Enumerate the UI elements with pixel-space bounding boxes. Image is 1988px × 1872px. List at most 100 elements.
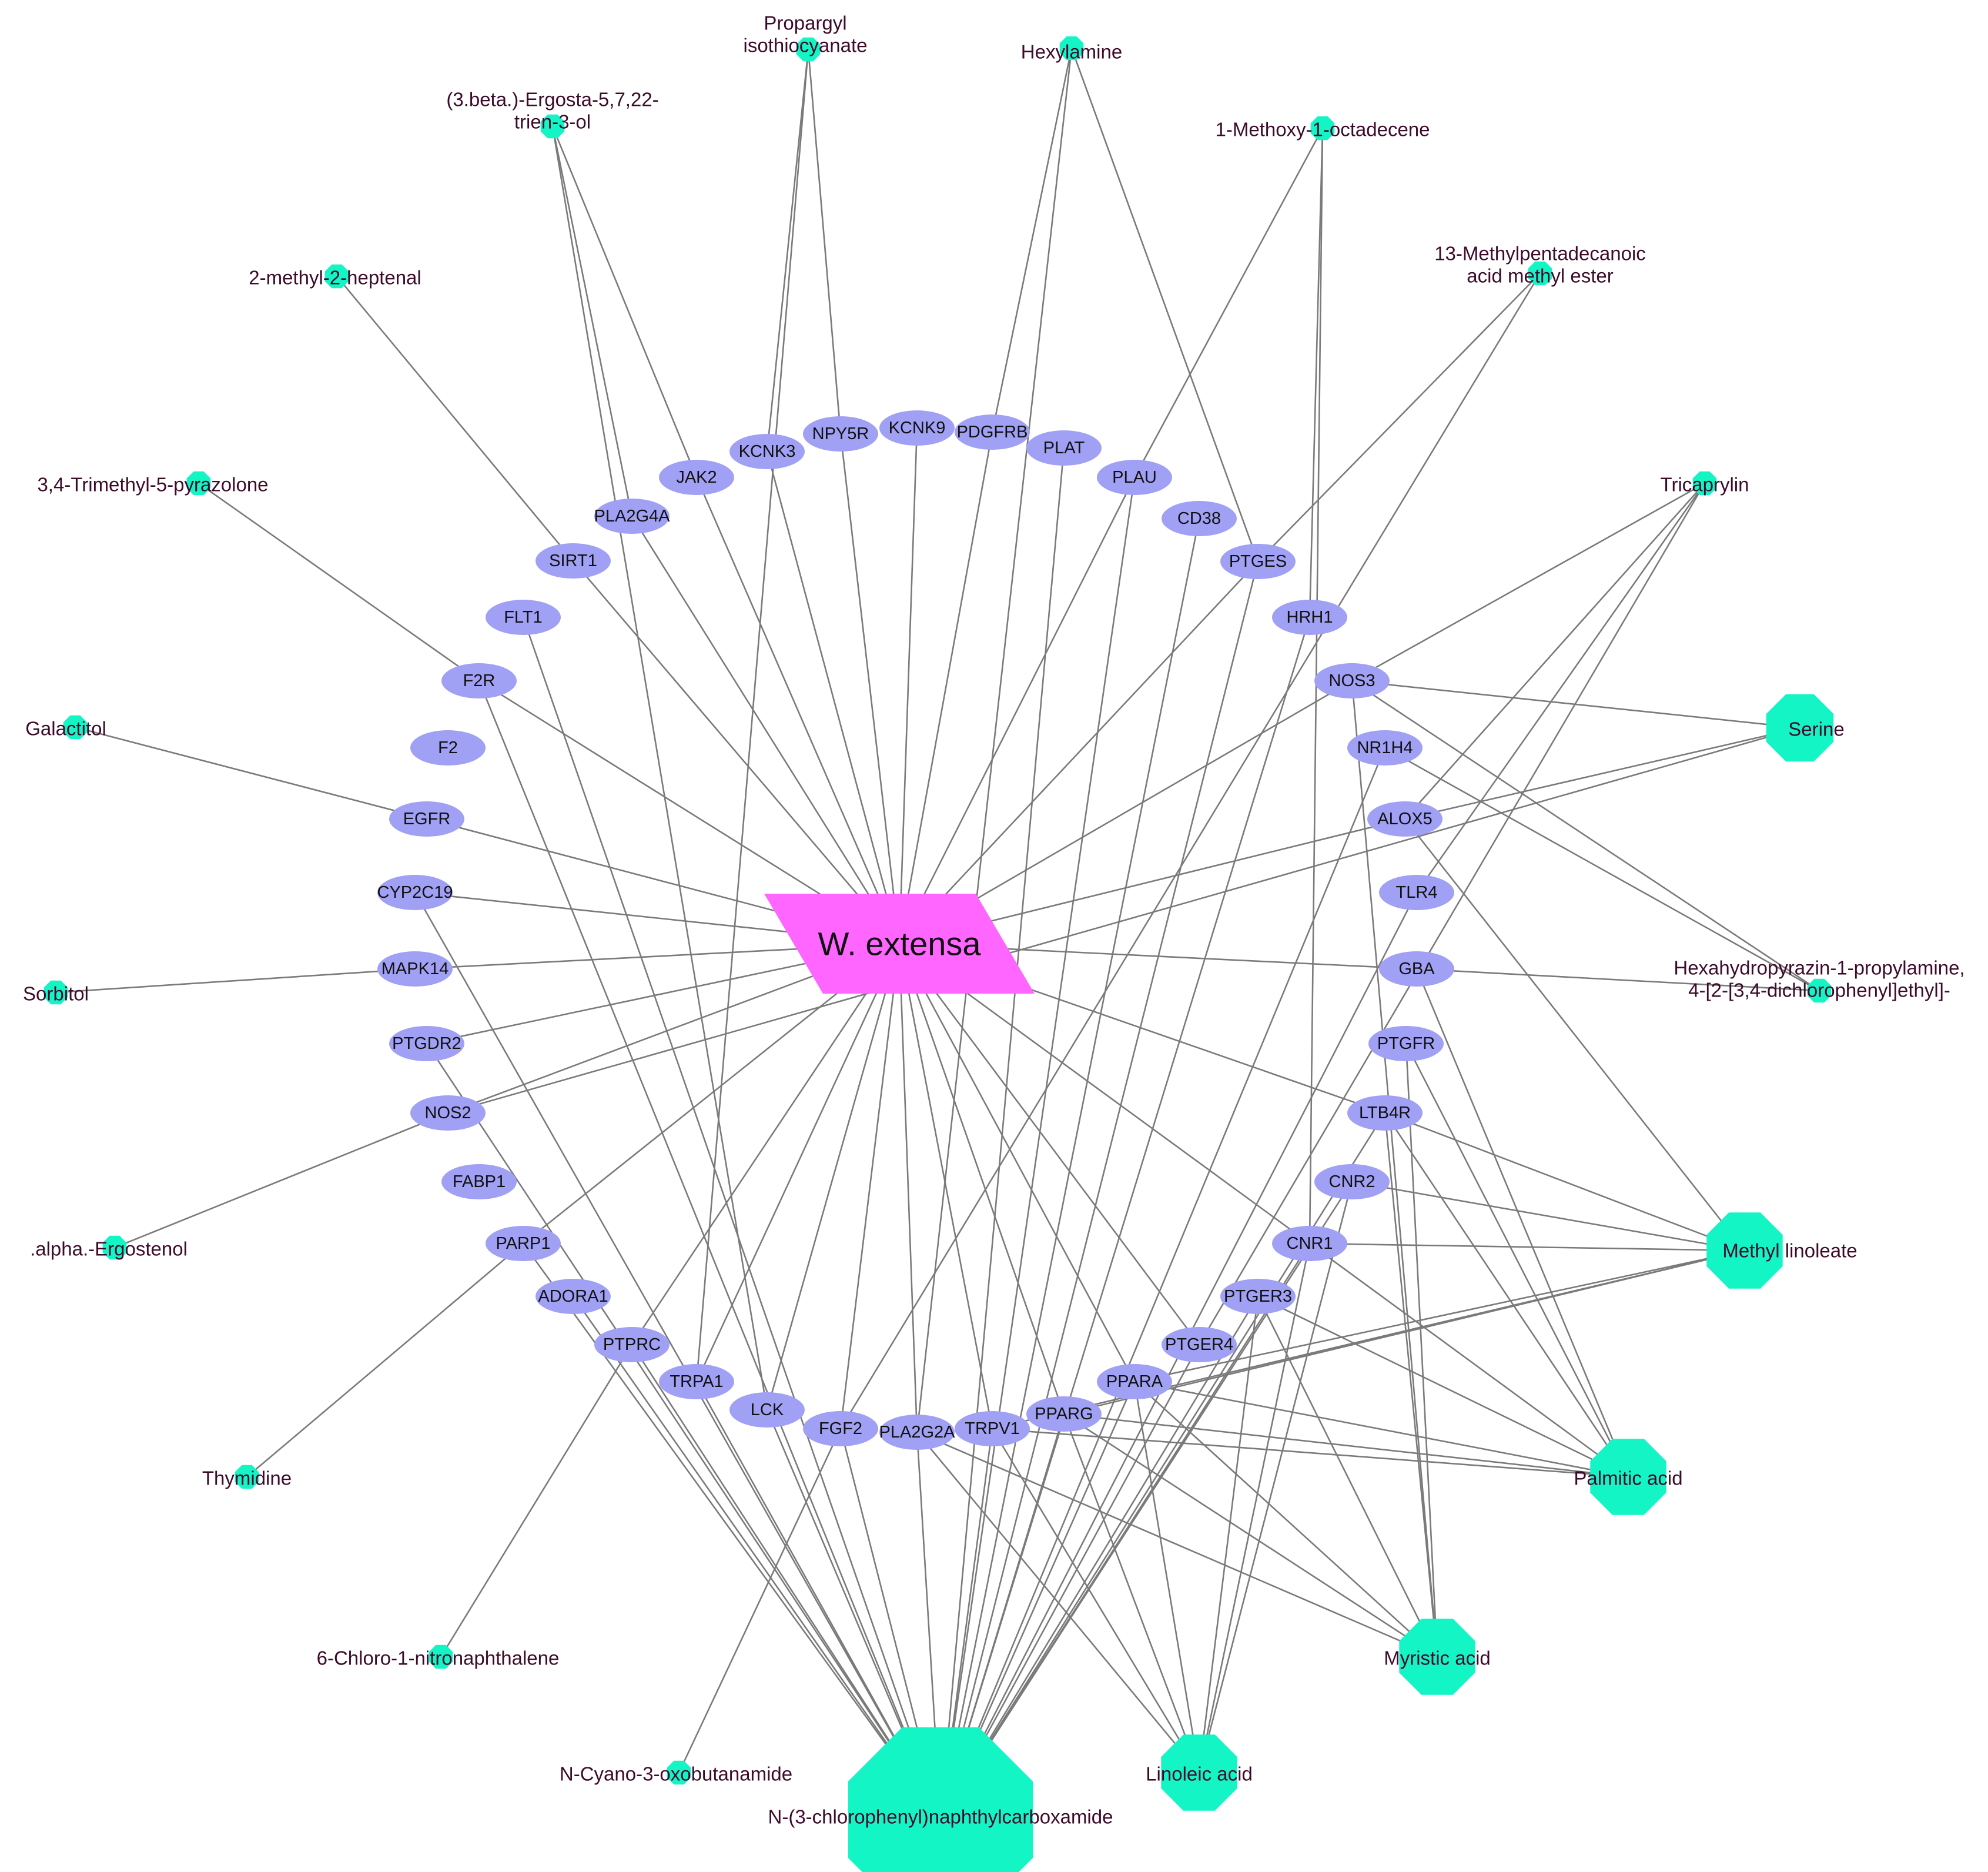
target-ellipse [803, 1411, 878, 1446]
compound-node-sorbitol[interactable]: Sorbitol [23, 980, 89, 1005]
compound-octagon [1528, 261, 1552, 286]
target-node-sirt1[interactable]: SIRT1 [536, 543, 611, 579]
compound-node-galactitol[interactable]: Galactitol [25, 715, 106, 740]
edge-propargyl-TRPA1 [695, 49, 809, 1382]
target-node-ptges[interactable]: PTGES [1220, 544, 1296, 579]
target-ellipse [536, 543, 611, 579]
target-node-parp1[interactable]: PARP1 [486, 1226, 561, 1261]
target-node-nos3[interactable]: NOS3 [1314, 663, 1390, 698]
target-node-pparg[interactable]: PPARG [1026, 1396, 1102, 1432]
compound-node-ergostenol[interactable]: .alpha.-Ergostenol [30, 1235, 188, 1260]
target-label: FABP1 [453, 1172, 506, 1191]
target-node-ptprc[interactable]: PTPRC [594, 1327, 670, 1362]
compound-octagon [1766, 694, 1834, 762]
compound-node-tricaprylin[interactable]: Tricaprylin [1661, 471, 1749, 496]
target-node-tlr4[interactable]: TLR4 [1379, 875, 1454, 910]
target-node-npy5r[interactable]: NPY5R [803, 416, 878, 452]
target-node-kcnk9[interactable]: KCNK9 [879, 410, 955, 446]
target-node-fgf2[interactable]: FGF2 [803, 1411, 878, 1446]
edge-palmitic-CNR1 [1309, 1242, 1629, 1478]
target-node-jak2[interactable]: JAK2 [659, 460, 734, 495]
target-label: LCK [751, 1400, 784, 1419]
edge-hub-PPARG [898, 943, 1065, 1415]
edge-methyllinoleate-PPARA [1134, 1249, 1745, 1383]
edge-ergosta-JAK2 [551, 126, 698, 478]
compound-node-cyano[interactable]: N-Cyano-3-oxobutanamide [560, 1760, 792, 1785]
compound-node-myristic[interactable]: Myristic acid [1384, 1619, 1491, 1695]
compound-node-linoleic[interactable]: Linoleic acid [1146, 1734, 1253, 1811]
target-node-pla2g4a[interactable]: PLA2G4A [594, 499, 671, 534]
target-node-ppara[interactable]: PPARA [1097, 1364, 1172, 1399]
target-node-nos2[interactable]: NOS2 [410, 1095, 486, 1131]
compound-node-methyllinoleate[interactable]: Methyl linoleate [1706, 1212, 1858, 1289]
target-node-mapk14[interactable]: MAPK14 [377, 951, 453, 987]
target-ellipse [536, 1279, 611, 1314]
edge-chlorophenyl-FLT1 [522, 617, 942, 1820]
edge-myristic-NOS3 [1351, 680, 1438, 1657]
target-node-egfr[interactable]: EGFR [389, 801, 464, 837]
compound-octagon [540, 114, 565, 139]
target-label: PTGDR2 [392, 1034, 461, 1053]
compound-node-hexylamine[interactable]: Hexylamine [1021, 36, 1122, 63]
target-node-adora1[interactable]: ADORA1 [536, 1279, 611, 1314]
target-node-ptger3[interactable]: PTGER3 [1220, 1279, 1296, 1314]
target-node-pdgfrb[interactable]: PDGFRB [955, 414, 1030, 450]
edge-ergosta-PLA2G4A [551, 126, 633, 517]
target-node-ptgdr2[interactable]: PTGDR2 [389, 1026, 464, 1061]
hub-node[interactable]: W. extensa [764, 894, 1035, 994]
compound-node-palmitic[interactable]: Palmitic acid [1574, 1439, 1683, 1515]
compound-label-line: Hexylamine [1021, 41, 1122, 63]
target-label: FGF2 [819, 1419, 862, 1438]
target-ellipse [486, 1226, 561, 1261]
target-ellipse [1272, 1226, 1347, 1261]
target-node-ptgfr[interactable]: PTGFR [1368, 1026, 1444, 1061]
target-node-f2[interactable]: F2 [410, 730, 486, 765]
target-node-trpv1[interactable]: TRPV1 [955, 1411, 1030, 1446]
edge-pyrazolone-F2R [198, 482, 480, 682]
compound-node-chloronitro[interactable]: 6-Chloro-1-nitronaphthalene [317, 1644, 560, 1669]
edge-serine-NOS3 [1351, 680, 1800, 729]
compound-label-line: 6-Chloro-1-nitronaphthalene [317, 1647, 560, 1669]
target-node-plau[interactable]: PLAU [1097, 460, 1172, 495]
target-node-f2r[interactable]: F2R [441, 663, 517, 698]
edge-hub-LCK [766, 943, 901, 1410]
compound-node-methoxy[interactable]: 1-Methoxy-1-octadecene [1215, 116, 1430, 141]
edge-myristic-PPARG [1063, 1413, 1438, 1658]
edge-myristic-LTB4R [1384, 1112, 1438, 1657]
target-ellipse [441, 663, 517, 698]
target-node-alox5[interactable]: ALOX5 [1367, 801, 1443, 837]
edge-hub-JAK2 [695, 477, 901, 944]
compound-node-chlorophenyl[interactable]: N-(3-chlorophenyl)naphthylcarboxamide [768, 1727, 1113, 1872]
target-node-ptger4[interactable]: PTGER4 [1162, 1327, 1237, 1362]
compound-node-serine[interactable]: Serine [1766, 694, 1845, 762]
target-node-fabp1[interactable]: FABP1 [441, 1164, 517, 1199]
compound-octagon [796, 37, 821, 62]
target-node-cyp2c19[interactable]: CYP2C19 [377, 875, 453, 910]
target-node-nr1h4[interactable]: NR1H4 [1347, 730, 1423, 765]
edge-chlorophenyl-PTGES [939, 561, 1259, 1820]
target-node-cnr1[interactable]: CNR1 [1272, 1226, 1347, 1261]
target-label: HRH1 [1287, 608, 1333, 627]
compound-node-pyrazolone[interactable]: 3,4-Trimethyl-5-pyrazolone [37, 471, 269, 496]
target-node-gba[interactable]: GBA [1379, 951, 1454, 987]
target-node-pla2g2a[interactable]: PLA2G2A [879, 1415, 956, 1450]
target-node-lck[interactable]: LCK [729, 1392, 805, 1428]
target-label: MAPK14 [381, 960, 449, 978]
compound-node-ergosta[interactable]: (3.beta.)-Ergosta-5,7,22-trien-3-ol [446, 89, 659, 139]
target-ellipse [1097, 460, 1172, 495]
target-node-cd38[interactable]: CD38 [1162, 501, 1237, 536]
target-node-hrh1[interactable]: HRH1 [1272, 600, 1347, 635]
compound-node-hexahydro[interactable]: Hexahydropyrazin-1-propylamine,4-[2-[3,4… [1674, 957, 1965, 1003]
compound-octagon [1399, 1619, 1475, 1695]
target-node-flt1[interactable]: FLT1 [486, 600, 561, 635]
target-node-trpa1[interactable]: TRPA1 [659, 1364, 734, 1399]
compound-node-thymidine[interactable]: Thymidine [202, 1465, 292, 1489]
target-node-cnr2[interactable]: CNR2 [1314, 1164, 1390, 1199]
edge-linoleic-PPARG [1063, 1413, 1200, 1773]
target-node-ltb4r[interactable]: LTB4R [1347, 1095, 1423, 1131]
compound-node-heptenal[interactable]: 2-methyl-2-heptenal [249, 264, 421, 289]
target-node-kcnk3[interactable]: KCNK3 [729, 434, 805, 469]
target-node-plat[interactable]: PLAT [1026, 430, 1102, 466]
